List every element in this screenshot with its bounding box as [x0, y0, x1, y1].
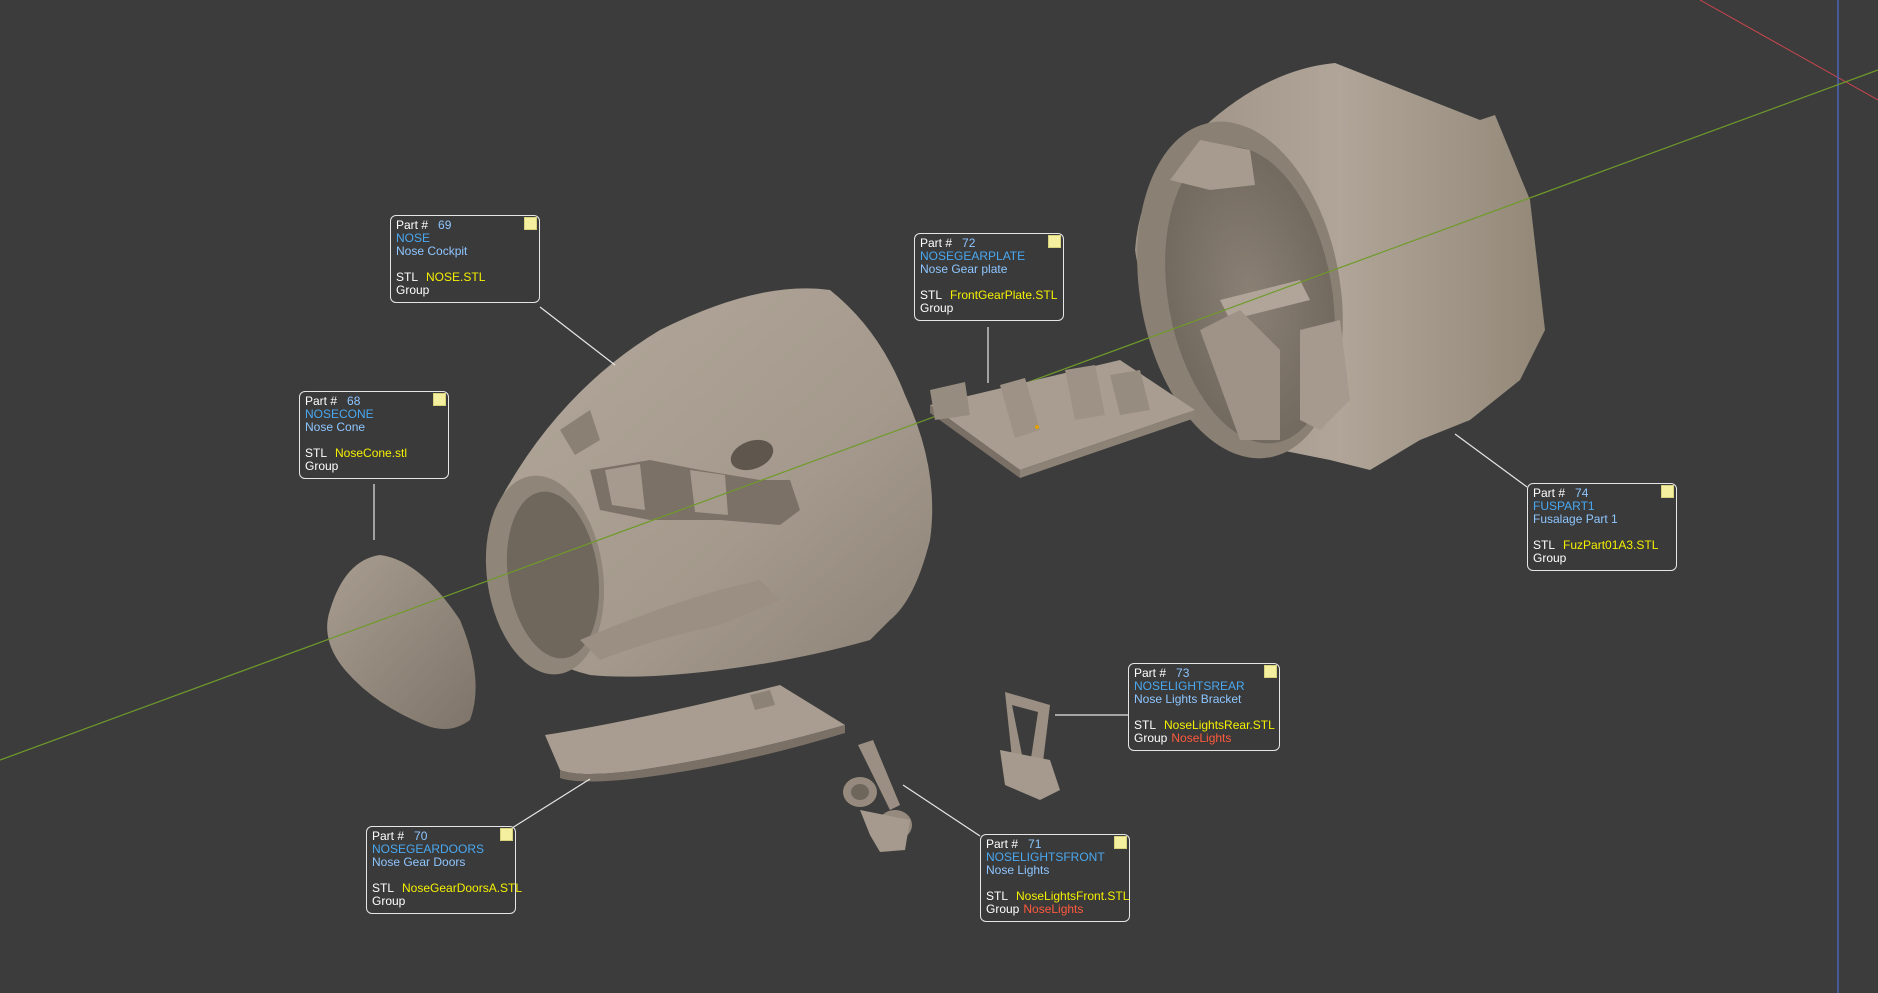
part-label-nosegearplate[interactable]: Part # 72 NOSEGEARPLATE Nose Gear plate S…	[914, 233, 1064, 321]
stl-file: FuzPart01A3.STL	[1563, 538, 1659, 552]
axis-x-red	[1699, 0, 1878, 101]
stl-prefix: STL	[372, 881, 395, 895]
nose-lights-front-model[interactable]	[843, 740, 912, 852]
group-prefix: Group	[1533, 551, 1567, 565]
part-name: NOSELIGHTSREAR	[1134, 679, 1245, 693]
nose-cone-model[interactable]	[327, 555, 476, 729]
part-number: 71	[1028, 837, 1042, 851]
part-description: Nose Gear plate	[920, 262, 1008, 276]
part-name: NOSELIGHTSFRONT	[986, 850, 1105, 864]
part-label-nosegeardoors[interactable]: Part # 70 NOSEGEARDOORS Nose Gear Doors S…	[366, 826, 522, 914]
part-description: Nose Cockpit	[396, 244, 468, 258]
group-prefix: Group	[920, 301, 954, 315]
stl-file: NoseCone.stl	[335, 446, 408, 460]
nose-gear-doors-model[interactable]	[545, 685, 845, 782]
part-label-nose[interactable]: Part # 69 NOSE Nose Cockpit STL NOSE.STL G…	[390, 215, 540, 303]
part-description: Nose Cone	[305, 420, 366, 434]
group-name: NoseLights	[1023, 902, 1084, 916]
leader-line-noselightsfront	[902, 784, 981, 837]
color-swatch[interactable]	[1048, 235, 1061, 248]
stl-prefix: STL	[396, 270, 419, 284]
color-swatch[interactable]	[1661, 485, 1674, 498]
stl-file: NoseLightsFront.STL	[1016, 889, 1130, 903]
color-swatch[interactable]	[433, 393, 446, 406]
leader-line-fuspart1	[1454, 433, 1528, 488]
group-prefix: Group	[1134, 731, 1168, 745]
nose-cockpit-model[interactable]	[474, 288, 933, 682]
stl-prefix: STL	[986, 889, 1009, 903]
stl-file: NOSE.STL	[426, 270, 486, 284]
color-swatch[interactable]	[524, 217, 537, 230]
part-label-noselightsrear[interactable]: Part # 73 NOSELIGHTSREAR Nose Lights Brac…	[1128, 663, 1280, 751]
part-name: NOSEGEARPLATE	[920, 249, 1026, 263]
part-number: 69	[438, 218, 452, 232]
nose-gear-plate-model[interactable]	[930, 360, 1195, 478]
nose-lights-bracket-model[interactable]	[1000, 692, 1060, 800]
stl-file: FrontGearPlate.STL	[950, 288, 1058, 302]
group-prefix: Group	[986, 902, 1020, 916]
stl-prefix: STL	[920, 288, 943, 302]
part-number-prefix: Part #	[396, 218, 429, 232]
part-description: Nose Lights	[986, 863, 1050, 877]
part-name: NOSECONE	[305, 407, 374, 421]
part-number: 73	[1176, 666, 1190, 680]
group-prefix: Group	[372, 894, 406, 908]
part-description: Nose Gear Doors	[372, 855, 466, 869]
part-number-prefix: Part #	[372, 829, 405, 843]
part-name: NOSE	[396, 231, 431, 245]
part-name: FUSPART1	[1533, 499, 1595, 513]
part-number: 74	[1575, 486, 1589, 500]
color-swatch[interactable]	[1264, 665, 1277, 678]
part-label-noselightsfront[interactable]: Part # 71 NOSELIGHTSFRONT Nose Lights STL…	[980, 834, 1130, 922]
group-prefix: Group	[305, 459, 339, 473]
stl-prefix: STL	[1134, 718, 1157, 732]
part-number: 72	[962, 236, 976, 250]
leader-line-nosegeardoors	[511, 778, 591, 829]
part-number-prefix: Part #	[1134, 666, 1167, 680]
part-number-prefix: Part #	[305, 394, 338, 408]
color-swatch[interactable]	[1114, 836, 1127, 849]
color-swatch[interactable]	[500, 828, 513, 841]
part-description: Nose Lights Bracket	[1134, 692, 1242, 706]
part-number-prefix: Part #	[920, 236, 953, 250]
leader-line-nose	[539, 306, 616, 366]
part-label-fuspart1[interactable]: Part # 74 FUSPART1 Fusalage Part 1 STL Fuz…	[1527, 483, 1677, 571]
part-number-prefix: Part #	[986, 837, 1019, 851]
part-number: 70	[414, 829, 428, 843]
part-number: 68	[347, 394, 361, 408]
stl-file: NoseLightsRear.STL	[1164, 718, 1275, 732]
stl-prefix: STL	[305, 446, 328, 460]
group-prefix: Group	[396, 283, 430, 297]
part-name: NOSEGEARDOORS	[372, 842, 485, 856]
part-description: Fusalage Part 1	[1533, 512, 1618, 526]
stl-file: NoseGearDoorsA.STL	[402, 881, 523, 895]
group-name: NoseLights	[1171, 731, 1232, 745]
stl-prefix: STL	[1533, 538, 1556, 552]
part-number-prefix: Part #	[1533, 486, 1566, 500]
fuselage-part-model[interactable]	[1112, 63, 1545, 475]
part-label-nosecone[interactable]: Part # 68 NOSECONE Nose Cone STL NoseCone.…	[299, 391, 449, 479]
